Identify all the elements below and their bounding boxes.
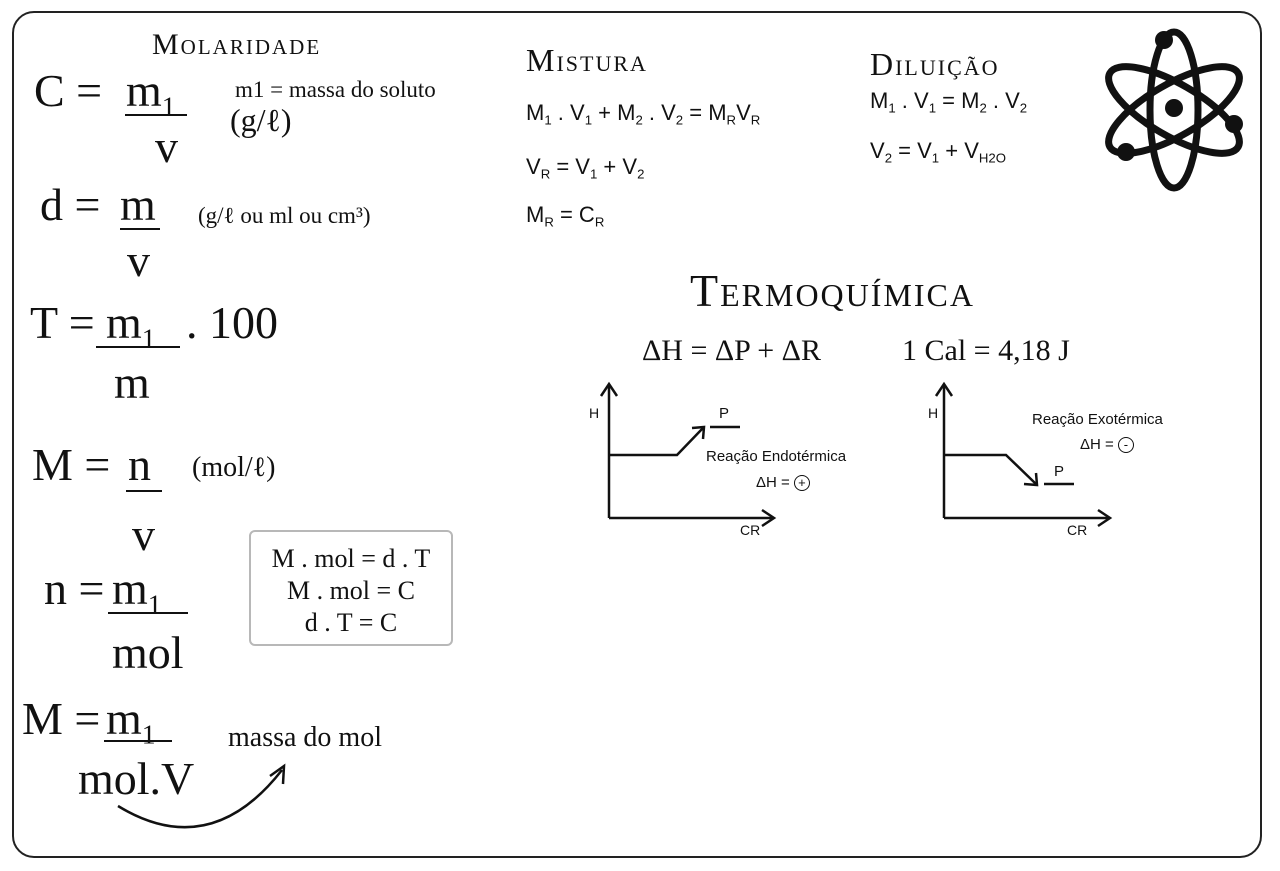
plus-sign-icon: + bbox=[793, 475, 810, 491]
diluicao-title: Diluição bbox=[870, 46, 1000, 82]
termoquimica-title: Termoquímica bbox=[690, 265, 975, 316]
box-line-1: M . mol = d . T bbox=[271, 544, 431, 573]
c-formula-denominator: v bbox=[155, 121, 178, 172]
mistura-eq-1: M1 . V1 + M2 . V2 = MRVR bbox=[526, 100, 761, 128]
d-formula-bar bbox=[120, 228, 160, 230]
c-formula-note: m1 = massa do soluto bbox=[235, 77, 436, 102]
delta-h-equation: ΔH = ΔP + ΔR bbox=[642, 334, 821, 367]
t-formula-numerator: m1 bbox=[106, 297, 156, 354]
t-formula-lhs: T = bbox=[30, 297, 95, 348]
exo-reaction-name: Reação Exotérmica bbox=[1032, 411, 1163, 428]
endo-x-label: CR bbox=[740, 522, 761, 538]
n-formula-lhs: n = bbox=[44, 563, 105, 614]
endothermic-graph bbox=[599, 381, 777, 528]
formula-box: M . mol = d . T M . mol = C d . T = C bbox=[249, 530, 453, 646]
endo-y-label: H bbox=[589, 405, 600, 421]
d-formula-denominator: v bbox=[127, 235, 150, 286]
exothermic-graph bbox=[934, 381, 1113, 528]
minus-sign-icon: - bbox=[1117, 437, 1134, 453]
n-formula-numerator: m1 bbox=[112, 563, 162, 620]
molaridade-title: Molaridade bbox=[152, 28, 322, 61]
m2-formula-note: massa do mol bbox=[228, 722, 382, 753]
c-formula-numerator: m1 bbox=[126, 65, 176, 122]
t-formula-denominator: m bbox=[114, 357, 150, 408]
m-formula-numerator: n bbox=[128, 439, 151, 490]
n-formula-bar bbox=[108, 612, 188, 614]
mistura-eq-3: MR = CR bbox=[526, 202, 605, 230]
atom-icon bbox=[1105, 28, 1243, 192]
calorie-equation: 1 Cal = 4,18 J bbox=[902, 334, 1070, 367]
c-formula-bar bbox=[125, 114, 187, 116]
m-formula-lhs: M = bbox=[32, 439, 111, 490]
curved-arrow bbox=[117, 763, 286, 829]
c-formula-lhs: C = bbox=[34, 65, 103, 116]
exo-y-label: H bbox=[928, 405, 939, 421]
endo-reaction-name: Reação Endotérmica bbox=[706, 448, 847, 465]
d-formula-unit: (g/ℓ ou ml ou cm³) bbox=[198, 203, 371, 228]
m2-formula-denominator: mol.V bbox=[78, 753, 195, 804]
t-formula-tail: . 100 bbox=[186, 297, 278, 348]
m-formula-bar bbox=[126, 490, 162, 492]
t-formula-bar bbox=[96, 346, 180, 348]
m-formula-unit: (mol/ℓ) bbox=[192, 452, 276, 483]
d-formula-numerator: m bbox=[120, 179, 156, 230]
diluicao-eq-1: M1 . V1 = M2 . V2 bbox=[870, 88, 1028, 116]
n-formula-denominator: mol bbox=[112, 627, 184, 678]
m2-formula-bar bbox=[104, 740, 172, 742]
m-formula-denominator: v bbox=[132, 509, 155, 560]
c-formula-unit: (g/ℓ) bbox=[230, 102, 292, 138]
mistura-eq-2: VR = V1 + V2 bbox=[526, 154, 645, 182]
mistura-title: Mistura bbox=[526, 42, 648, 78]
diluicao-eq-2: V2 = V1 + VH2O bbox=[870, 138, 1006, 166]
box-line-2: M . mol = C bbox=[286, 576, 416, 605]
page-frame bbox=[12, 11, 1262, 858]
d-formula-lhs: d = bbox=[40, 179, 101, 230]
endo-p-label: P bbox=[719, 405, 730, 422]
box-line-3: d . T = C bbox=[304, 608, 398, 637]
endo-delta-h: ΔH = + bbox=[756, 475, 810, 491]
exo-p-label: P bbox=[1054, 463, 1065, 480]
exo-x-label: CR bbox=[1067, 522, 1088, 538]
exo-delta-h: ΔH = - bbox=[1080, 437, 1134, 453]
m2-formula-lhs: M = bbox=[22, 693, 101, 744]
